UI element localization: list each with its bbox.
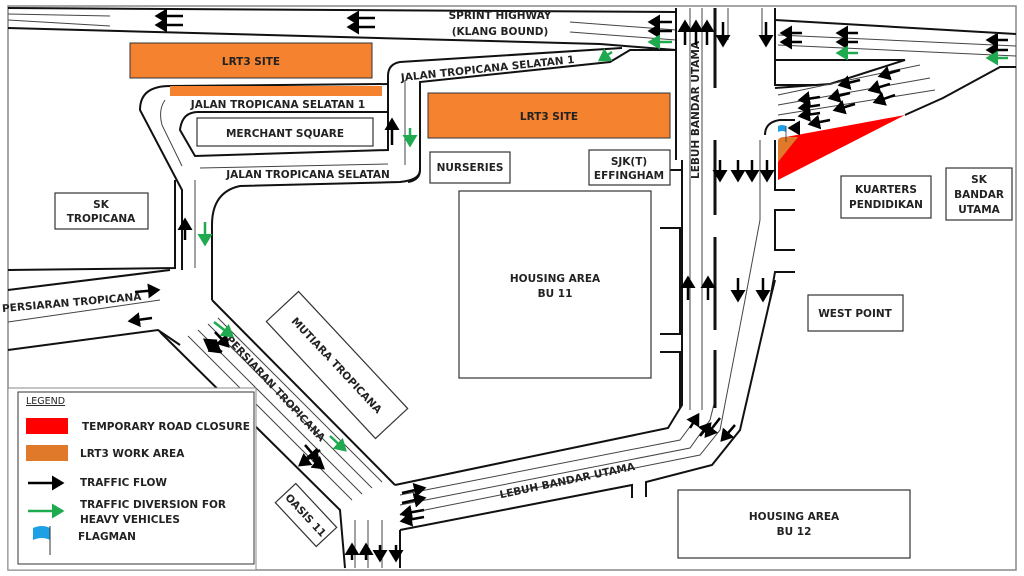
svg-text:SK: SK — [971, 174, 988, 186]
traffic-arrow-icon — [837, 75, 861, 90]
blue-flag-icon — [33, 526, 51, 555]
traffic-arrow-icon — [202, 338, 223, 354]
diversion-arrow-icon — [213, 321, 234, 338]
traffic-arrow-icon — [401, 482, 427, 498]
legend-item-road-closure: TEMPORARY ROAD CLOSURE — [82, 421, 250, 433]
nurseries: NURSERIES — [429, 151, 511, 184]
svg-text:BU 12: BU 12 — [777, 526, 812, 538]
merchant-square: MERCHANT SQUARE — [196, 117, 374, 147]
traffic-arrow-icon — [686, 412, 700, 429]
east-approach-road — [764, 19, 1017, 136]
svg-text:PENDIDIKAN: PENDIDIKAN — [849, 199, 923, 211]
lrt3-work-area — [778, 136, 798, 162]
oasis-11: OASIS 11 — [274, 482, 338, 548]
housing-area-bu11: HOUSING AREA BU 11 — [458, 190, 652, 379]
kuarters-pendidikan: KUARTERS PENDIDIKAN — [840, 175, 932, 219]
map-frame — [7, 5, 1017, 571]
jalan-tropicana-selatan-label: JALAN TROPICANA SELATAN — [225, 169, 389, 181]
sjkt-effingham: SJK(T) EFFINGHAM — [588, 149, 671, 186]
red-swatch-icon — [26, 418, 68, 434]
traffic-arrow-icon — [298, 449, 321, 467]
traffic-arrow-icon — [797, 107, 821, 122]
svg-text:UTAMA: UTAMA — [958, 204, 1000, 216]
svg-text:HOUSING AREA: HOUSING AREA — [510, 273, 601, 285]
traffic-arrow-icon — [214, 331, 230, 348]
svg-text:SK: SK — [93, 199, 110, 211]
traffic-arrow-icon — [872, 91, 896, 106]
traffic-arrow-icon — [797, 99, 821, 114]
persiaran-tropicana-west-label: PERSIARAN TROPICANA — [2, 291, 143, 315]
svg-text:KUARTERS: KUARTERS — [855, 184, 917, 196]
flagman-icon — [778, 125, 787, 142]
traffic-arrow-icon — [867, 79, 891, 95]
traffic-arrow-icon — [720, 424, 736, 442]
traffic-arrow-icon — [401, 492, 427, 508]
west-point: WEST POINT — [807, 294, 904, 332]
traffic-arrow-icon — [807, 114, 831, 130]
temporary-road-closure — [778, 115, 905, 180]
lebuh-bandar-utama-vertical-road — [660, 8, 815, 410]
persiaran-tropicana-west-road — [7, 180, 181, 351]
svg-text:TROPICANA: TROPICANA — [67, 213, 136, 225]
diversion-arrow-icon — [597, 48, 613, 62]
sprint-highway-label: SPRINT HIGHWAY — [449, 10, 552, 22]
traffic-arrow-icon — [797, 91, 821, 106]
lrt3-work-strip — [170, 86, 382, 96]
orange-swatch-icon — [26, 445, 68, 461]
traffic-arrow-icon — [877, 65, 901, 81]
svg-text:MERCHANT SQUARE: MERCHANT SQUARE — [226, 128, 344, 140]
traffic-arrow-icon — [399, 511, 425, 527]
traffic-arrow-icon — [134, 283, 161, 299]
legend-item-work-area: LRT3 WORK AREA — [80, 448, 185, 460]
traffic-arrow-icon — [832, 99, 856, 115]
jalan-tropicana-selatan-1-label: JALAN TROPICANA SELATAN 1 — [190, 99, 365, 111]
lrt3-site-2-label: LRT3 SITE — [520, 111, 578, 123]
lrt3-site-1-label: LRT3 SITE — [222, 56, 280, 68]
legend: LEGEND TEMPORARY ROAD CLOSURE LRT3 WORK … — [7, 387, 257, 571]
sk-bandar-utama: SK BANDAR UTAMA — [945, 167, 1013, 221]
diversion-arrow-icon — [329, 435, 347, 452]
svg-text:BU 11: BU 11 — [538, 288, 573, 300]
traffic-arrow-icon — [127, 312, 153, 328]
svg-text:HOUSING AREA: HOUSING AREA — [749, 511, 840, 523]
sk-tropicana: SK TROPICANA — [54, 192, 149, 230]
svg-text:EFFINGHAM: EFFINGHAM — [594, 170, 664, 182]
housing-area-bu12: HOUSING AREA BU 12 — [677, 489, 911, 559]
lebuh-bandar-utama-vertical-label: LEBUH BANDAR UTAMA — [690, 40, 702, 179]
svg-text:MUTIARA TROPICANA: MUTIARA TROPICANA — [289, 315, 385, 416]
lebuh-bandar-utama-bottom-label: LEBUH BANDAR UTAMA — [499, 461, 637, 502]
legend-item-diversion: TRAFFIC DIVERSION FOR — [80, 499, 226, 511]
legend-item-traffic-flow: TRAFFIC FLOW — [80, 477, 167, 489]
traffic-arrow-icon — [704, 417, 721, 438]
svg-text:WEST POINT: WEST POINT — [818, 308, 892, 320]
merchant-square-loop — [138, 83, 421, 300]
traffic-arrow-icon — [827, 88, 851, 103]
diversion-arrows — [197, 34, 1008, 452]
lrt3-site-2 — [427, 92, 671, 139]
legend-title: LEGEND — [26, 396, 65, 407]
svg-text:BANDAR: BANDAR — [954, 189, 1004, 201]
traffic-flow-arrows — [127, 8, 1008, 563]
traffic-arrow-icon — [310, 455, 325, 470]
legend-item-diversion-line2: HEAVY VEHICLES — [80, 514, 180, 526]
traffic-arrow-icon — [399, 504, 425, 520]
svg-text:NURSERIES: NURSERIES — [437, 162, 504, 174]
svg-text:SJK(T): SJK(T) — [611, 156, 647, 168]
mutiara-tropicana: MUTIARA TROPICANA — [265, 290, 409, 440]
sprint-highway-sub-label: (KLANG BOUND) — [452, 26, 549, 38]
lrt3-site-1 — [129, 42, 373, 79]
legend-item-flagman: FLAGMAN — [78, 531, 136, 543]
